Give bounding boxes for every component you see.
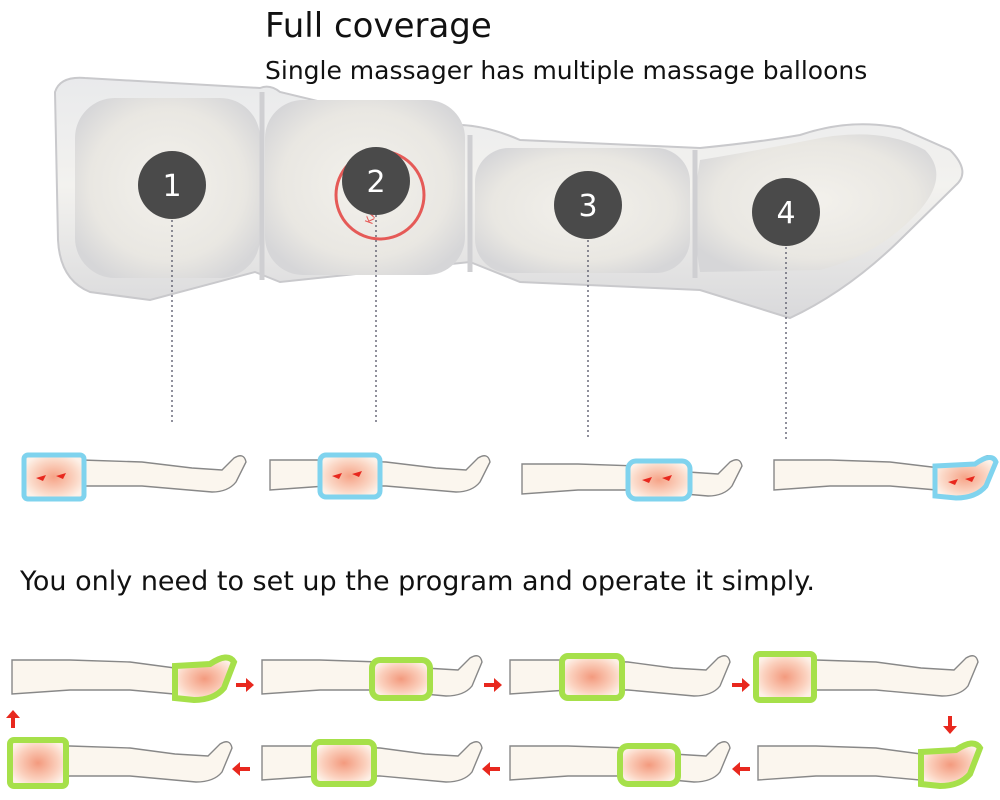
balloon-number-2: 2	[366, 165, 385, 200]
arrow-right-icon	[484, 678, 502, 692]
program-step-8	[7, 737, 233, 789]
chamber-diagram-4	[773, 455, 999, 501]
balloon-badge-3: 3	[554, 171, 622, 239]
program-step-6	[509, 741, 731, 787]
program-instruction: You only need to set up the program and …	[20, 566, 815, 597]
pressure-arrow-icon	[642, 475, 672, 483]
balloon-badge-2: 2	[342, 147, 410, 215]
chamber-highlight	[559, 653, 625, 701]
program-step-1	[11, 654, 238, 704]
program-step-2	[261, 655, 483, 701]
chamber-diagram-3	[521, 458, 743, 502]
balloon-number-3: 3	[578, 189, 597, 224]
balloon-markers: 1 2 3 4	[138, 147, 820, 440]
chamber-highlight	[918, 740, 984, 790]
page-title: Full coverage	[265, 6, 492, 46]
balloon-badge-4: 4	[752, 178, 820, 246]
program-step-7	[261, 739, 483, 787]
page-subtitle: Single massager has multiple massage bal…	[265, 56, 868, 85]
pressure-arrow-icon	[332, 471, 362, 479]
pressure-arrow-icon	[36, 473, 66, 481]
arrow-left-icon	[732, 762, 750, 776]
chamber-highlight	[617, 743, 681, 787]
pressure-arrow-icon	[948, 476, 975, 485]
chamber-highlight	[932, 455, 999, 501]
arrow-right-icon	[732, 678, 750, 692]
arrow-left-icon	[232, 762, 250, 776]
chamber-highlight	[172, 654, 238, 704]
chamber-highlight	[7, 737, 69, 789]
arrow-up-icon	[6, 710, 20, 728]
balloon-number-1: 1	[162, 169, 181, 204]
chamber-highlight	[317, 452, 383, 500]
program-step-3	[509, 653, 731, 701]
chamber-diagram-2	[269, 452, 491, 500]
chamber-highlight	[625, 458, 693, 502]
balloon-number-4: 4	[776, 196, 795, 231]
arrow-down-icon	[943, 716, 957, 734]
chamber-highlight	[21, 452, 87, 502]
program-step-4	[753, 651, 979, 703]
chamber-highlight	[311, 739, 377, 787]
chamber-diagram-1	[21, 452, 247, 502]
program-step-5	[757, 740, 984, 790]
balloon-badge-1: 1	[138, 151, 206, 219]
arrow-right-icon	[236, 678, 254, 692]
arrow-left-icon	[482, 762, 500, 776]
chamber-highlight	[753, 651, 817, 703]
chamber-highlight	[369, 657, 433, 701]
